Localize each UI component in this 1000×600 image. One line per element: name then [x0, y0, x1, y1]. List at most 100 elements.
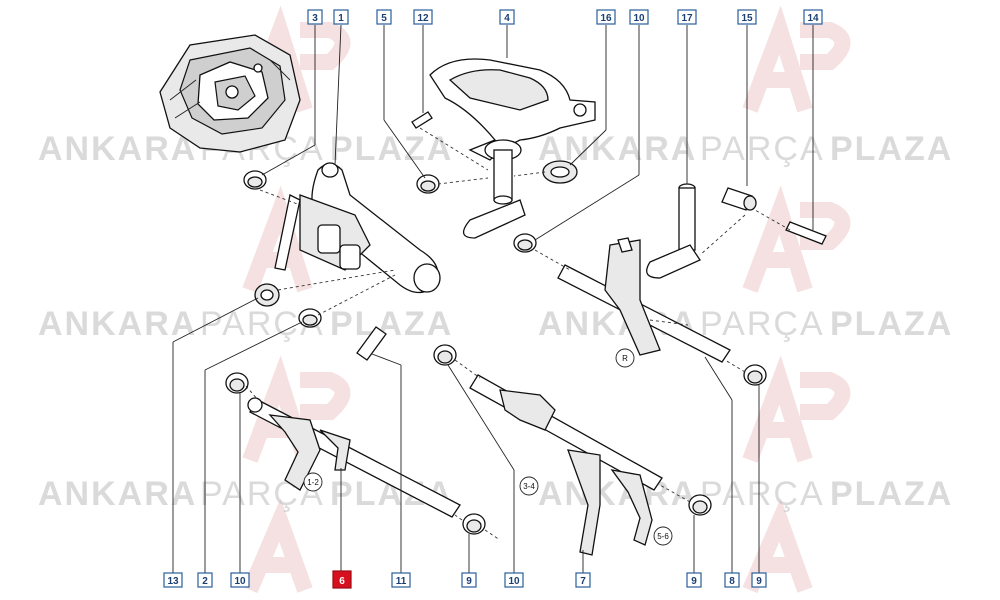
- svg-text:PLAZA: PLAZA: [830, 475, 953, 513]
- bushing-15: [721, 187, 757, 211]
- bushing-2: [298, 308, 322, 328]
- callout-16[interactable]: 16: [596, 9, 616, 25]
- watermark-word-plaza: PLAZA: [830, 305, 953, 343]
- svg-text:14: 14: [807, 13, 819, 24]
- watermark-word-parca: PARÇA: [700, 305, 825, 343]
- bushing-5: [416, 174, 440, 194]
- gear-label-reverse: R: [615, 348, 635, 368]
- gearbox-thumbnail: [159, 34, 301, 153]
- fork-shaft-7: [469, 374, 663, 556]
- callout-9-mid[interactable]: 9: [686, 572, 702, 588]
- svg-text:1-2: 1-2: [307, 478, 319, 487]
- svg-text:PLAZA: PLAZA: [830, 130, 953, 168]
- svg-text:PARÇA: PARÇA: [700, 475, 825, 513]
- svg-text:3: 3: [312, 13, 318, 24]
- callout-8[interactable]: 8: [724, 572, 740, 588]
- watermark-layer: ANKARA PARÇA PLAZA ANKARA PARÇA PLAZA AN…: [38, 5, 953, 594]
- svg-text:10: 10: [508, 576, 520, 587]
- watermark-word-parca: PARÇA: [700, 130, 825, 168]
- callout-2[interactable]: 2: [197, 572, 213, 588]
- bushing-10-upper: [513, 233, 537, 253]
- seal-13: [254, 283, 280, 307]
- svg-text:PLAZA: PLAZA: [830, 305, 953, 343]
- pin-12: [411, 111, 433, 129]
- svg-text:6: 6: [339, 576, 345, 587]
- callout-10-bottom-left[interactable]: 10: [230, 572, 250, 588]
- svg-text:17: 17: [681, 13, 693, 24]
- callout-4[interactable]: 4: [499, 9, 515, 25]
- callouts-top-row: 3 1 5 12 4 16 10 17 15 14: [307, 9, 823, 25]
- callout-5[interactable]: 5: [376, 9, 392, 25]
- shift-lever-arm-1: [274, 162, 441, 294]
- callout-3[interactable]: 3: [307, 9, 323, 25]
- svg-text:4: 4: [504, 13, 510, 24]
- svg-text:ANKARA: ANKARA: [538, 475, 697, 513]
- watermark-row-2: ANKARA PARÇA PLAZA ANKARA PARÇA PLAZA: [38, 305, 953, 343]
- watermark-word-ankara: ANKARA: [38, 305, 197, 343]
- svg-text:3-4: 3-4: [523, 482, 535, 491]
- svg-text:10: 10: [234, 576, 246, 587]
- callout-6-selected[interactable]: 6: [332, 570, 352, 589]
- callout-11[interactable]: 11: [391, 572, 411, 588]
- select-lever-4: [429, 58, 596, 161]
- callout-9-left[interactable]: 9: [461, 572, 477, 588]
- svg-text:ANKARA: ANKARA: [38, 305, 197, 343]
- watermark-word-plaza: PLAZA: [830, 130, 953, 168]
- bushing-10-mid: [433, 344, 457, 366]
- watermark-word-plaza: PLAZA: [330, 305, 453, 343]
- svg-text:9: 9: [756, 576, 762, 587]
- watermark-word-ankara: ANKARA: [38, 130, 197, 168]
- shaft-finger: [463, 139, 526, 239]
- bushing-10-left: [225, 372, 249, 394]
- svg-text:13: 13: [167, 576, 179, 587]
- callout-10-top[interactable]: 10: [629, 9, 649, 25]
- watermark-word-parca: PARÇA: [700, 475, 825, 513]
- callout-15[interactable]: 15: [737, 9, 757, 25]
- watermark-word-ankara: ANKARA: [38, 475, 197, 513]
- fork-shaft-6: [247, 397, 461, 518]
- svg-text:R: R: [622, 354, 628, 363]
- callout-17[interactable]: 17: [677, 9, 697, 25]
- callout-1[interactable]: 1: [333, 9, 349, 25]
- callouts-bottom-row: 13 2 10 6 11 9 10 7 9 8 9: [163, 570, 767, 589]
- svg-text:8: 8: [729, 576, 735, 587]
- svg-text:10: 10: [633, 13, 645, 24]
- svg-text:PARÇA: PARÇA: [700, 130, 825, 168]
- callout-leader-lines: [172, 24, 814, 573]
- svg-text:PLAZA: PLAZA: [330, 305, 453, 343]
- svg-text:16: 16: [600, 13, 612, 24]
- svg-text:1: 1: [338, 13, 344, 24]
- callout-13[interactable]: 13: [163, 572, 183, 588]
- gear-label-3-4: 3-4: [519, 476, 539, 496]
- bushing-9-right: [743, 364, 767, 386]
- callout-10-bottom-mid[interactable]: 10: [504, 572, 524, 588]
- watermark-word-plaza: PLAZA: [330, 130, 453, 168]
- callout-9-right[interactable]: 9: [751, 572, 767, 588]
- watermark-word-ankara: ANKARA: [538, 475, 697, 513]
- svg-text:ANKARA: ANKARA: [38, 475, 197, 513]
- callout-14[interactable]: 14: [803, 9, 823, 25]
- gear-label-1-2: 1-2: [303, 472, 323, 492]
- svg-text:5-6: 5-6: [657, 532, 669, 541]
- svg-text:9: 9: [691, 576, 697, 587]
- svg-text:PARÇA: PARÇA: [700, 305, 825, 343]
- assembly-dashed-lines: [245, 127, 791, 541]
- shaft-17: [646, 183, 701, 279]
- svg-text:12: 12: [417, 13, 429, 24]
- callout-7[interactable]: 7: [575, 572, 591, 588]
- svg-text:ANKARA: ANKARA: [38, 130, 197, 168]
- svg-text:9: 9: [466, 576, 472, 587]
- pin-11: [356, 326, 387, 361]
- svg-text:PLAZA: PLAZA: [330, 130, 453, 168]
- watermark-row-3: ANKARA PARÇA PLAZA ANKARA PARÇA PLAZA: [38, 475, 953, 513]
- bushing-9-mid: [688, 494, 712, 516]
- callout-12[interactable]: 12: [413, 9, 433, 25]
- seal-16: [542, 160, 578, 184]
- bushing-3: [243, 170, 267, 190]
- pin-14: [785, 221, 827, 245]
- svg-text:2: 2: [202, 576, 208, 587]
- svg-text:11: 11: [396, 576, 407, 587]
- svg-text:7: 7: [580, 576, 586, 587]
- gear-label-5-6: 5-6: [653, 526, 673, 546]
